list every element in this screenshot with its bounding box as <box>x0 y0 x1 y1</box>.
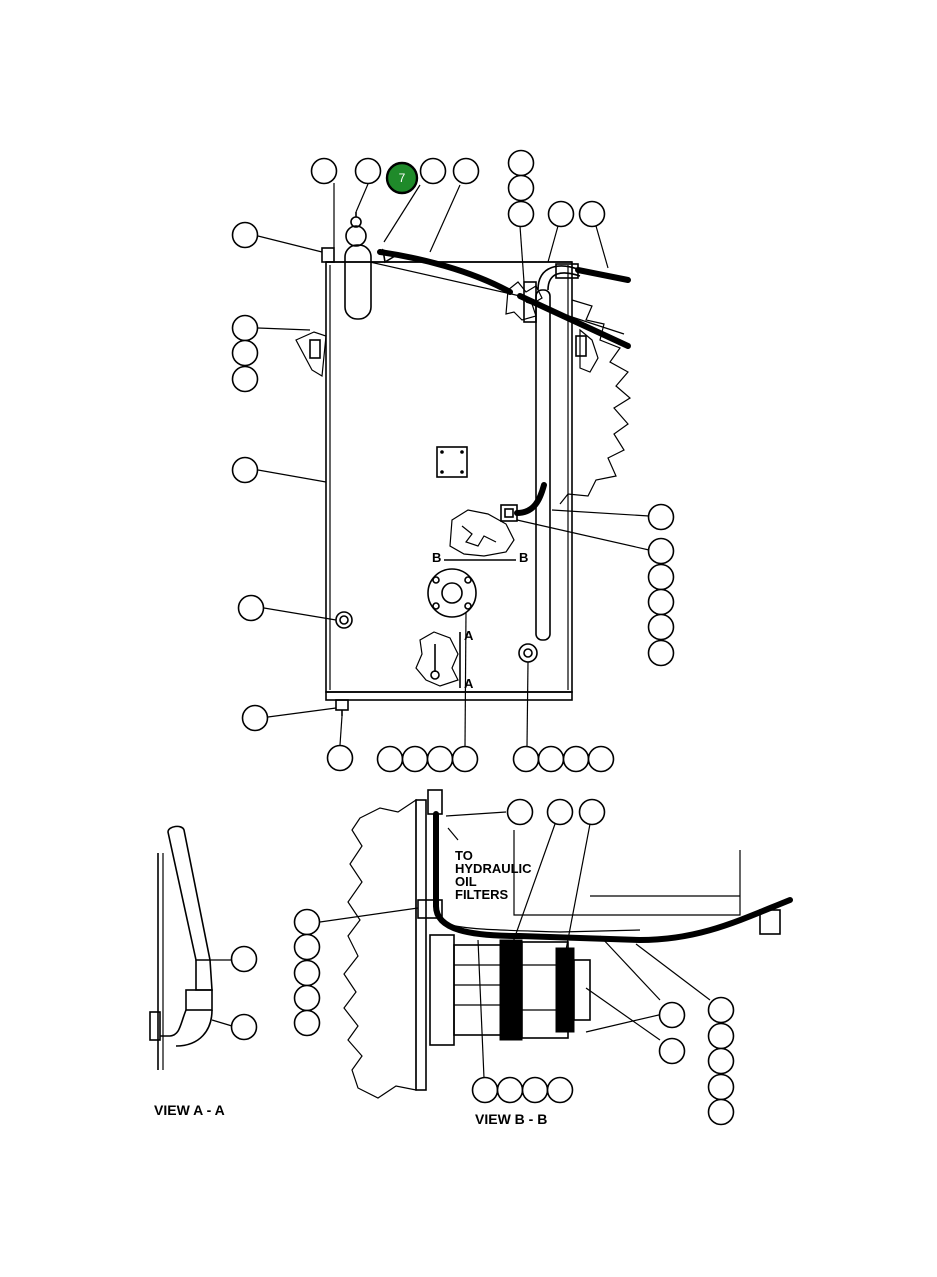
bottom-drain <box>335 699 349 711</box>
access-plate <box>436 446 468 478</box>
callout-circle[interactable] <box>537 745 565 773</box>
view-a-a-title: VIEW A - A <box>154 1102 225 1118</box>
section-a-mark-bottom: A <box>464 676 474 691</box>
view-a-a: VIEW A - A <box>149 825 233 1118</box>
note-line-4: FILTERS <box>455 887 509 902</box>
callout-circle[interactable] <box>647 613 675 641</box>
callout-circle[interactable] <box>310 157 338 185</box>
left-mount-bracket <box>295 331 327 378</box>
sight-gauge-cutaway <box>415 631 459 687</box>
sight-tube <box>167 825 211 961</box>
callout-circle[interactable] <box>507 174 535 202</box>
tank-base <box>325 691 573 701</box>
callout-circle[interactable] <box>587 745 615 773</box>
callout-circle[interactable] <box>507 149 535 177</box>
callout-circle[interactable] <box>707 1047 735 1075</box>
section-b-mark-right: B <box>519 550 528 565</box>
callout-circle[interactable] <box>578 798 606 826</box>
callout-circle[interactable] <box>707 1098 735 1126</box>
callout-circle[interactable] <box>231 339 259 367</box>
suction-flange <box>427 568 477 618</box>
callout-circle[interactable] <box>578 200 606 228</box>
callout-circle[interactable] <box>354 157 382 185</box>
callout-circle[interactable] <box>707 996 735 1024</box>
callout-circle[interactable] <box>658 1037 686 1065</box>
note-line-2: HYDRAULIC <box>455 861 532 876</box>
callout-circle[interactable] <box>293 908 321 936</box>
hose-horizontal <box>433 897 793 944</box>
note-line-3: OIL <box>455 874 477 889</box>
callout-circle[interactable] <box>293 933 321 961</box>
callout-circle[interactable] <box>231 456 259 484</box>
callout-circle[interactable] <box>293 1009 321 1037</box>
callout-circle[interactable] <box>471 1076 499 1104</box>
callout-circle[interactable] <box>230 945 258 973</box>
section-b-mark-left: B <box>432 550 441 565</box>
callout-circles <box>230 149 735 1126</box>
callout-circle[interactable] <box>506 798 534 826</box>
callout-circle[interactable] <box>376 745 404 773</box>
callout-circle[interactable] <box>237 594 265 622</box>
callout-circle[interactable] <box>507 200 535 228</box>
callout-circle[interactable] <box>452 157 480 185</box>
filler-strainer <box>344 244 372 320</box>
callout-circle[interactable] <box>521 1076 549 1104</box>
return-hose <box>377 249 513 295</box>
highlighted-callout-label: 7 <box>399 171 406 185</box>
callout-circle[interactable] <box>241 704 269 732</box>
highlighted-callout[interactable]: 7 <box>385 161 419 195</box>
section-a-mark-top: A <box>464 628 474 643</box>
callout-circle[interactable] <box>562 745 590 773</box>
callout-circle[interactable] <box>547 200 575 228</box>
note-line-1: TO <box>455 848 473 863</box>
callout-circle[interactable] <box>451 745 479 773</box>
supply-hose <box>517 293 631 349</box>
callout-circle[interactable] <box>512 745 540 773</box>
view-b-b-title: VIEW B - B <box>475 1111 547 1127</box>
filter-cutaway <box>449 509 515 557</box>
hydraulic-tank-view: B B A A <box>257 183 650 747</box>
callout-circle[interactable] <box>231 365 259 393</box>
vertical-pipe <box>535 289 551 641</box>
highlighted-callout-circle[interactable] <box>385 161 419 195</box>
view-b-b: TO HYDRAULIC OIL FILTERS VIEW B - B <box>319 789 793 1127</box>
callout-circle[interactable] <box>231 314 259 342</box>
callout-circle[interactable] <box>658 1001 686 1029</box>
callout-circle[interactable] <box>326 744 354 772</box>
left-plug <box>335 611 353 629</box>
callout-circle[interactable] <box>707 1022 735 1050</box>
callout-circle[interactable] <box>426 745 454 773</box>
callout-circle[interactable] <box>647 503 675 531</box>
callout-circle[interactable] <box>647 639 675 667</box>
callout-circle[interactable] <box>293 984 321 1012</box>
right-plug <box>518 643 538 663</box>
callout-circle[interactable] <box>293 959 321 987</box>
callout-circle[interactable] <box>546 798 574 826</box>
callout-circle[interactable] <box>647 588 675 616</box>
frame-break-b <box>343 798 417 1099</box>
callout-circle[interactable] <box>401 745 429 773</box>
callout-circle[interactable] <box>546 1076 574 1104</box>
callout-circle[interactable] <box>647 563 675 591</box>
callout-circle[interactable] <box>647 537 675 565</box>
callout-circle[interactable] <box>230 1013 258 1041</box>
callout-circle[interactable] <box>707 1073 735 1101</box>
frame-break-right <box>559 299 632 505</box>
callout-circle[interactable] <box>231 221 259 249</box>
callout-circle[interactable] <box>496 1076 524 1104</box>
callout-circle[interactable] <box>419 157 447 185</box>
